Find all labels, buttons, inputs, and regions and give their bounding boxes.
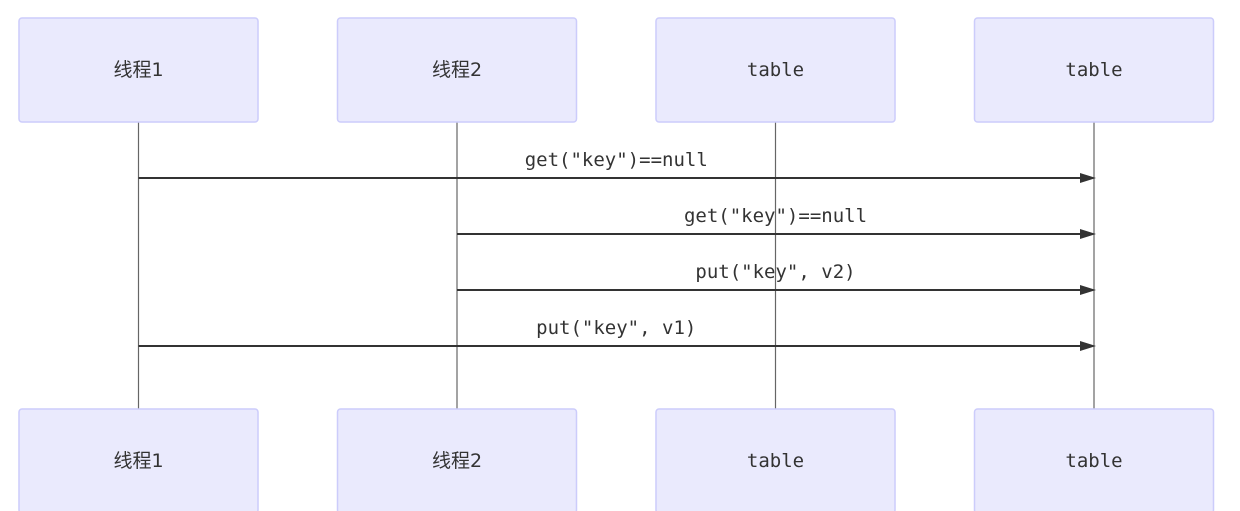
actor-box xyxy=(973,17,1215,123)
actor-label: 线程1 xyxy=(113,450,163,472)
actor-top-4[interactable]: table xyxy=(973,17,1215,123)
actors-bottom: 线程1 线程2 table table xyxy=(18,408,1215,511)
message-label: get("key")==null xyxy=(525,149,708,171)
actor-label: table xyxy=(1065,59,1122,81)
actor-box xyxy=(18,17,259,123)
actor-box xyxy=(973,408,1215,511)
actor-box xyxy=(655,408,896,511)
actor-bottom-1[interactable]: 线程1 xyxy=(18,408,259,511)
actor-label: 线程1 xyxy=(113,59,163,81)
actor-label: 线程2 xyxy=(432,450,482,472)
actor-label: 线程2 xyxy=(432,59,482,81)
actor-label: table xyxy=(747,450,804,472)
message-2: get("key")==null xyxy=(457,205,1096,239)
message-1: get("key")==null xyxy=(138,149,1096,183)
actor-top-2[interactable]: 线程2 xyxy=(336,17,578,123)
actor-top-3[interactable]: table xyxy=(655,17,896,123)
arrowhead-icon xyxy=(1080,285,1096,295)
message-label: put("key", v2) xyxy=(695,261,855,283)
actor-label: table xyxy=(1065,450,1122,472)
arrowhead-icon xyxy=(1080,229,1096,239)
actor-box xyxy=(336,17,578,123)
lifelines xyxy=(137,122,1095,409)
arrowhead-icon xyxy=(1080,173,1096,183)
actor-box xyxy=(18,408,259,511)
actor-bottom-4[interactable]: table xyxy=(973,408,1215,511)
message-label: put("key", v1) xyxy=(536,317,696,339)
actor-box xyxy=(655,17,896,123)
actor-top-1[interactable]: 线程1 xyxy=(18,17,259,123)
actor-label: table xyxy=(747,59,804,81)
message-label: get("key")==null xyxy=(684,205,867,227)
message-4: put("key", v1) xyxy=(138,317,1096,351)
messages: get("key")==null get("key")==null put("key… xyxy=(138,149,1096,351)
actor-box xyxy=(336,408,578,511)
arrowhead-icon xyxy=(1080,341,1096,351)
message-3: put("key", v2) xyxy=(457,261,1096,295)
actor-bottom-3[interactable]: table xyxy=(655,408,896,511)
actor-bottom-2[interactable]: 线程2 xyxy=(336,408,578,511)
actors-top: 线程1 线程2 table table xyxy=(18,17,1215,123)
